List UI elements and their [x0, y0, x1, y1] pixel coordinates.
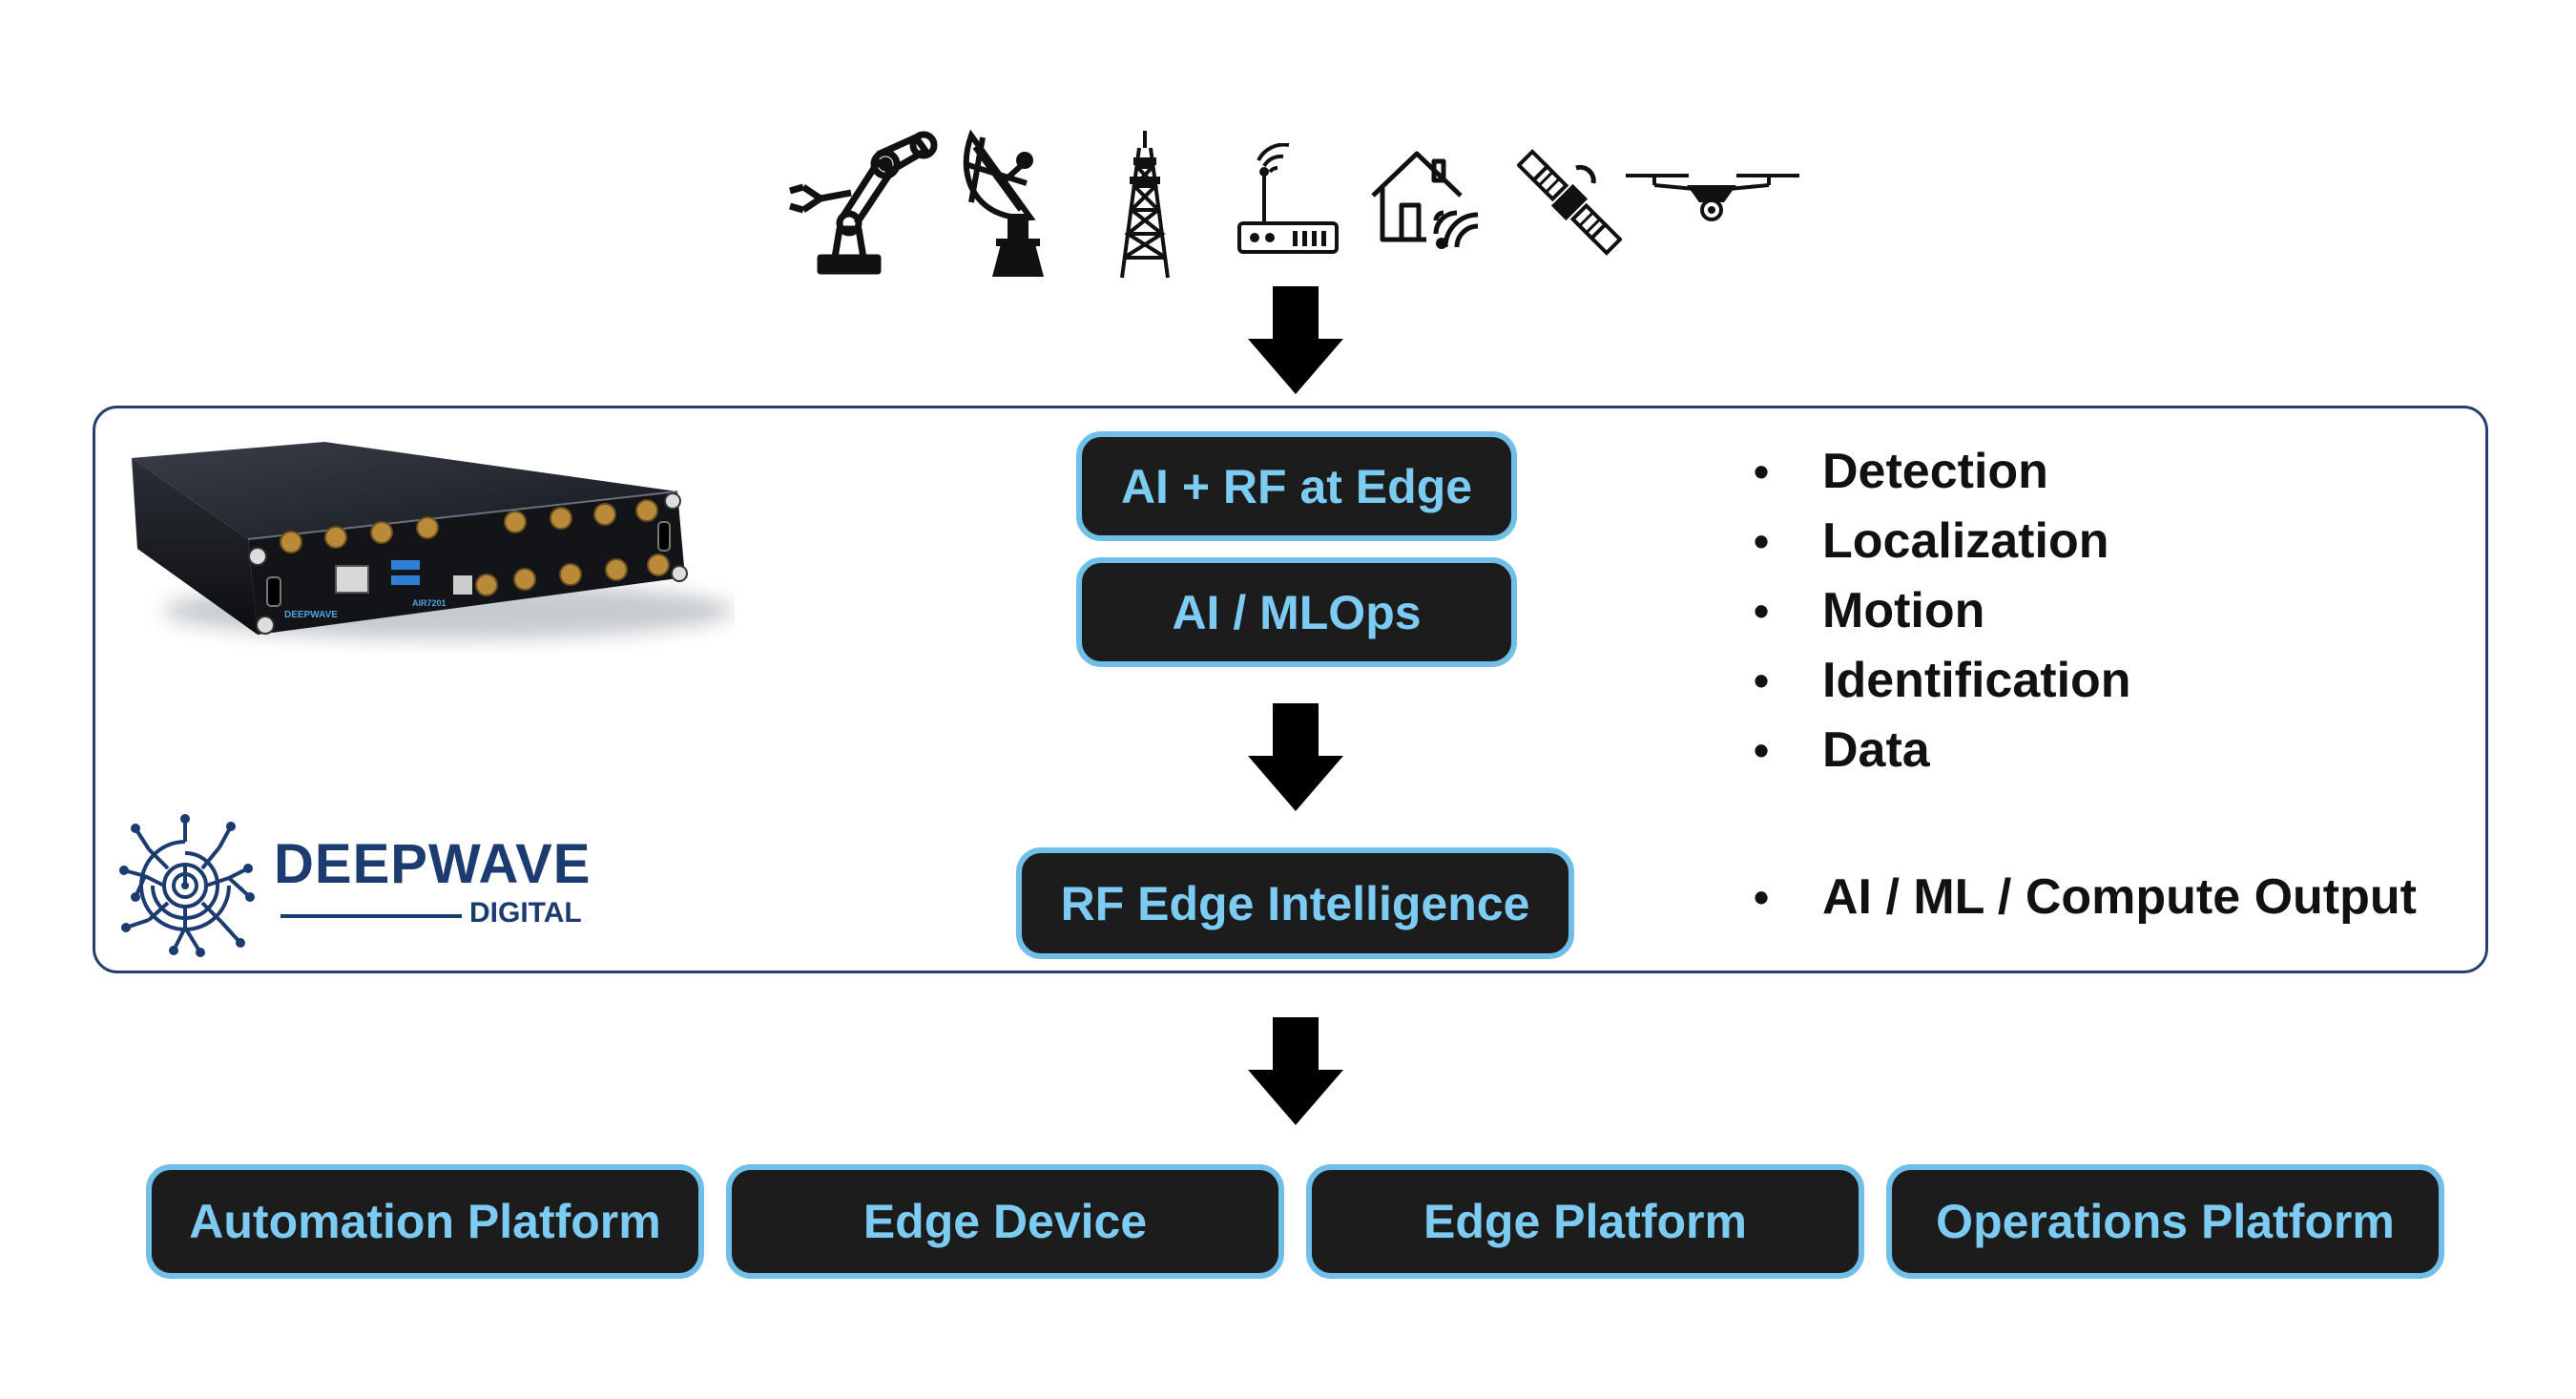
list-item: •Data: [1754, 722, 1930, 778]
satellite-icon: [1517, 149, 1622, 256]
smart-home-icon: [1371, 151, 1479, 249]
drone-icon: [1626, 174, 1799, 221]
list-item: •Localization: [1754, 513, 2109, 569]
capabilities-list: •Detection •Localization •Motion •Identi…: [1754, 437, 2131, 785]
logo-subtitle: DIGITAL: [469, 897, 582, 929]
output-list: •AI / ML / Compute Output: [1754, 863, 2417, 932]
logo-divider: [280, 914, 462, 918]
list-item: •Identification: [1754, 653, 2131, 708]
satellite-dish-icon: [963, 129, 1044, 277]
cell-tower-icon: [1120, 131, 1170, 279]
rf-edge-intelligence-box: RF Edge Intelligence: [1016, 847, 1574, 959]
wireless-router-icon: [1237, 143, 1339, 254]
sdr-device-image: DEEPWAVE AIR7201: [132, 442, 735, 639]
edge-device-box: Edge Device: [726, 1164, 1284, 1279]
robot-arm-icon: [789, 131, 938, 275]
device-model-text: AIR7201: [412, 598, 447, 608]
down-arrow-icon: [1248, 286, 1343, 394]
operations-platform-box: Operations Platform: [1886, 1164, 2444, 1279]
down-arrow-icon: [1248, 1017, 1343, 1125]
edge-platform-box: Edge Platform: [1306, 1164, 1864, 1279]
device-brand-text: DEEPWAVE: [284, 610, 338, 620]
logo-wordmark: DEEPWAVE: [274, 833, 592, 895]
automation-platform-box: Automation Platform: [146, 1164, 704, 1279]
ai-rf-edge-box: AI + RF at Edge: [1076, 431, 1517, 541]
ai-mlops-box: AI / MLOps: [1076, 557, 1517, 667]
deepwave-logo-icon: [119, 814, 255, 957]
list-item: •Motion: [1754, 583, 1985, 638]
list-item: •Detection: [1754, 444, 2048, 499]
list-item: •AI / ML / Compute Output: [1754, 869, 2417, 925]
down-arrow-icon: [1248, 703, 1343, 811]
